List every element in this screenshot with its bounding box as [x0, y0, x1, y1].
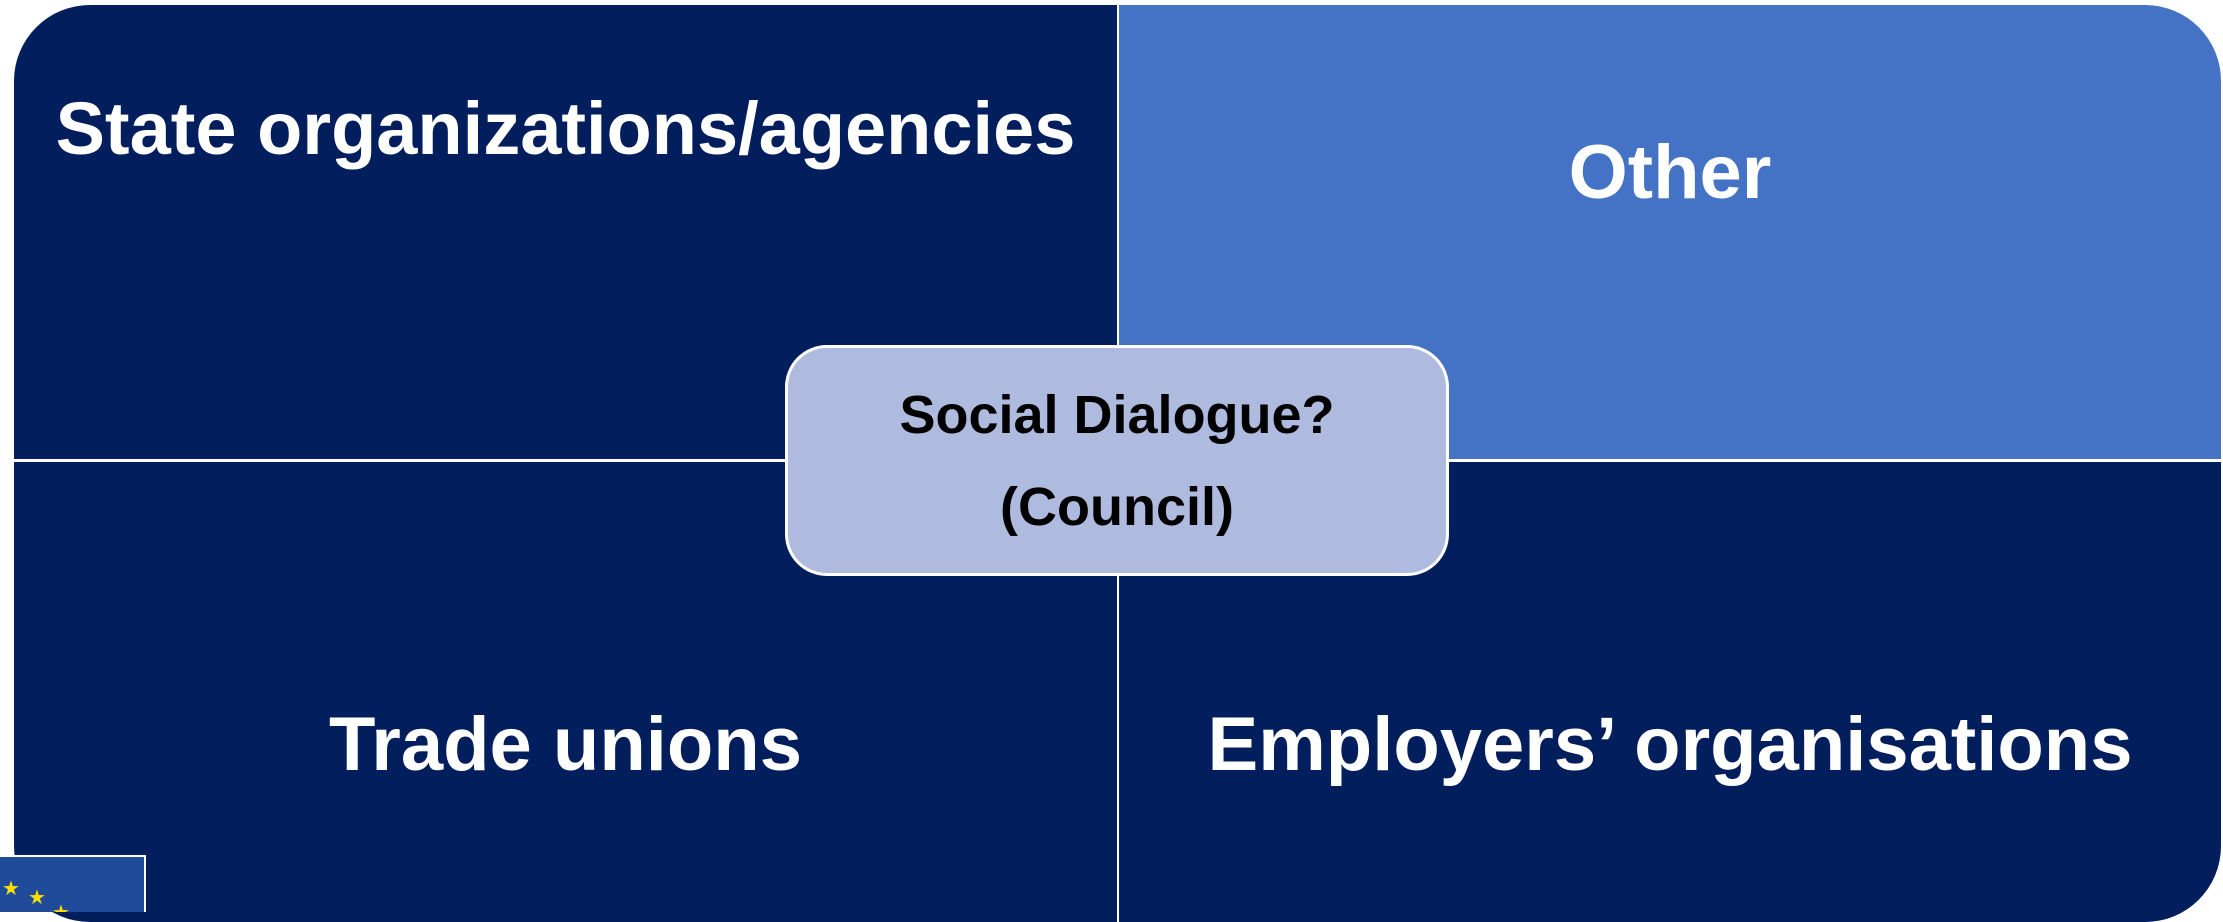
svg-text:★: ★ — [52, 900, 70, 912]
quadrant-label: Trade unions — [329, 702, 802, 787]
center-title: Social Dialogue? — [899, 384, 1335, 445]
quadrant-label: Employers’ organisations — [1207, 702, 2133, 787]
social-dialogue-center-box: Social Dialogue? (Council) — [785, 345, 1449, 576]
eu-flag-stars: ★ ★ ★ — [2, 876, 70, 912]
quadrant-label: Other — [1568, 130, 1772, 215]
quadrant-label: State organizations/agencies — [55, 87, 1076, 170]
quadrant-state-organizations: State organizations/agencies — [14, 5, 1117, 459]
svg-text:★: ★ — [2, 876, 20, 900]
svg-text:★: ★ — [28, 885, 46, 909]
eu-flag-icon: ★ ★ ★ — [0, 855, 146, 912]
quadrant-trade-unions: Trade unions — [14, 462, 1117, 922]
center-subtitle: (Council) — [1000, 476, 1234, 537]
